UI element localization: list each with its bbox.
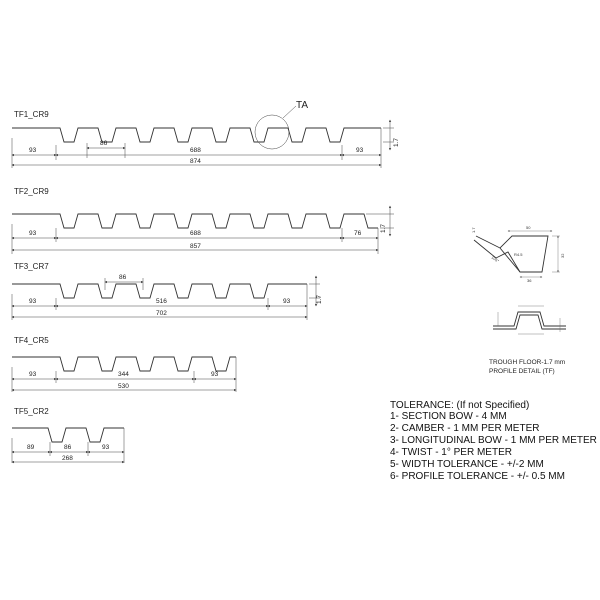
detail-large-section — [473, 235, 549, 273]
detail-small-section — [493, 311, 566, 327]
profile-tf2-left-dim: 93 — [29, 230, 37, 237]
tolerance-item: 6- PROFILE TOLERANCE - +/- 0.5 MM — [390, 471, 565, 482]
profile-tf4-mid-dim: 344 — [118, 371, 129, 378]
profile-tf2-height: 1.7 — [380, 224, 387, 233]
profile-tf4-shape — [12, 356, 236, 372]
detail-radius: R4.5 — [514, 252, 523, 257]
profile-tf5-pitch-dim: 86 — [64, 444, 72, 451]
detail-caption-line1: TROUGH FLOOR-1.7 mm — [489, 359, 565, 366]
profile-tf5-shape — [12, 427, 124, 443]
profile-tf2-mid-dim: 688 — [190, 230, 201, 237]
detail-top-width: 50 — [526, 225, 531, 230]
profile-tf1-width: 874 — [190, 158, 201, 165]
callout-label: TA — [296, 100, 308, 111]
tolerance-item: 5- WIDTH TOLERANCE - +/-2 MM — [390, 459, 544, 470]
profile-tf5-right-dim: 93 — [102, 444, 110, 451]
detail-callout-circle — [254, 114, 290, 150]
profile-tf4-title: TF4_CR5 — [14, 336, 49, 345]
profile-tf5-title: TF5_CR2 — [14, 407, 49, 416]
profile-tf2-title: TF2_CR9 — [14, 187, 49, 196]
profile-tf3-pitch-dim: 86 — [119, 274, 127, 281]
profile-tf1-right-dim: 93 — [356, 147, 364, 154]
profile-tf3-title: TF3_CR7 — [14, 262, 49, 271]
detail-depth: 32 — [560, 253, 565, 258]
profile-tf2-width: 857 — [190, 243, 201, 250]
detail-caption-line2: PROFILE DETAIL (TF) — [489, 368, 555, 375]
tolerance-item: 1- SECTION BOW - 4 MM — [390, 411, 507, 422]
profile-tf1: TF1_CR9 TA 1.7 93 86 688 93 874 — [11, 100, 400, 168]
tolerance-item: 2- CAMBER - 1 MM PER METER — [390, 423, 539, 434]
profile-tf4-width: 530 — [118, 383, 129, 390]
profile-tf1-pitch-dim: 86 — [100, 140, 108, 147]
detail-angle: 105° — [490, 255, 500, 264]
profile-tf1-left-dim: 93 — [29, 147, 37, 154]
profile-tf4-right-dim: 93 — [211, 371, 219, 378]
profile-tf1-shape — [12, 127, 381, 143]
profile-tf3-height: 1.7 — [316, 295, 323, 304]
profile-detail: 50 32 36 105° R4.5 1.7 TROUGH FLOOR-1.7 … — [471, 225, 566, 375]
profile-tf1-title: TF1_CR9 — [14, 110, 49, 119]
profile-tf1-mid-dim: 688 — [190, 147, 201, 154]
detail-thickness: 1.7 — [471, 227, 476, 233]
profile-tf3: TF3_CR7 1.7 86 93 516 93 702 — [11, 262, 323, 320]
profile-tf2-shape — [12, 213, 378, 229]
profile-tf5-left-dim: 89 — [27, 444, 35, 451]
detail-bottom-width: 36 — [527, 278, 532, 283]
profile-tf3-left-dim: 93 — [29, 298, 37, 305]
profile-tf3-shape — [12, 283, 307, 299]
profile-tf3-mid-dim: 516 — [156, 298, 167, 305]
profile-tf2: TF2_CR9 1.7 93 688 76 857 — [11, 187, 394, 254]
profile-tf1-height: 1.7 — [393, 138, 400, 147]
tolerance-notes: TOLERANCE: (If not Specified) 1- SECTION… — [390, 400, 597, 482]
profile-tf2-right-dim: 76 — [354, 230, 362, 237]
profile-tf3-width: 702 — [156, 310, 167, 317]
profile-tf4-left-dim: 93 — [29, 371, 37, 378]
tolerance-title: TOLERANCE: (If not Specified) — [390, 400, 529, 411]
profile-tf5: TF5_CR2 89 86 93 268 — [11, 407, 125, 464]
callout-leader — [282, 105, 297, 119]
profile-tf5-width: 268 — [62, 455, 73, 462]
tolerance-item: 3- LONGITUDINAL BOW - 1 MM PER METER — [390, 435, 597, 446]
tolerance-item: 4- TWIST - 1° PER METER — [390, 447, 512, 458]
profile-tf4: TF4_CR5 93 344 93 530 — [11, 336, 237, 392]
profile-tf3-right-dim: 93 — [283, 298, 291, 305]
